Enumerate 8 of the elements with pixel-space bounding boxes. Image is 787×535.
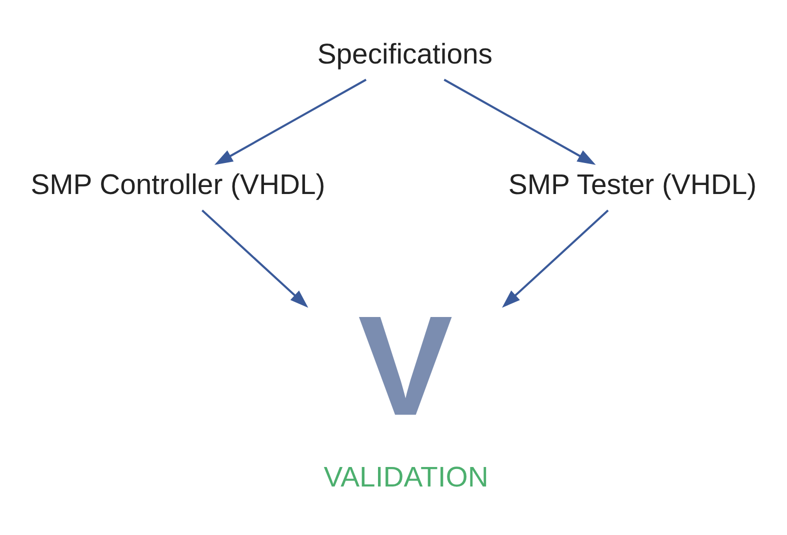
node-text: SMP Tester (VHDL): [508, 169, 757, 202]
node-text: Specifications: [317, 38, 492, 71]
arrow: [444, 78, 596, 165]
arrow: [502, 210, 609, 308]
node-text: V VALIDATION: [324, 286, 488, 494]
arrow: [214, 78, 367, 165]
node-text: SMP Controller (VHDL): [30, 169, 326, 202]
arrow: [202, 210, 308, 308]
